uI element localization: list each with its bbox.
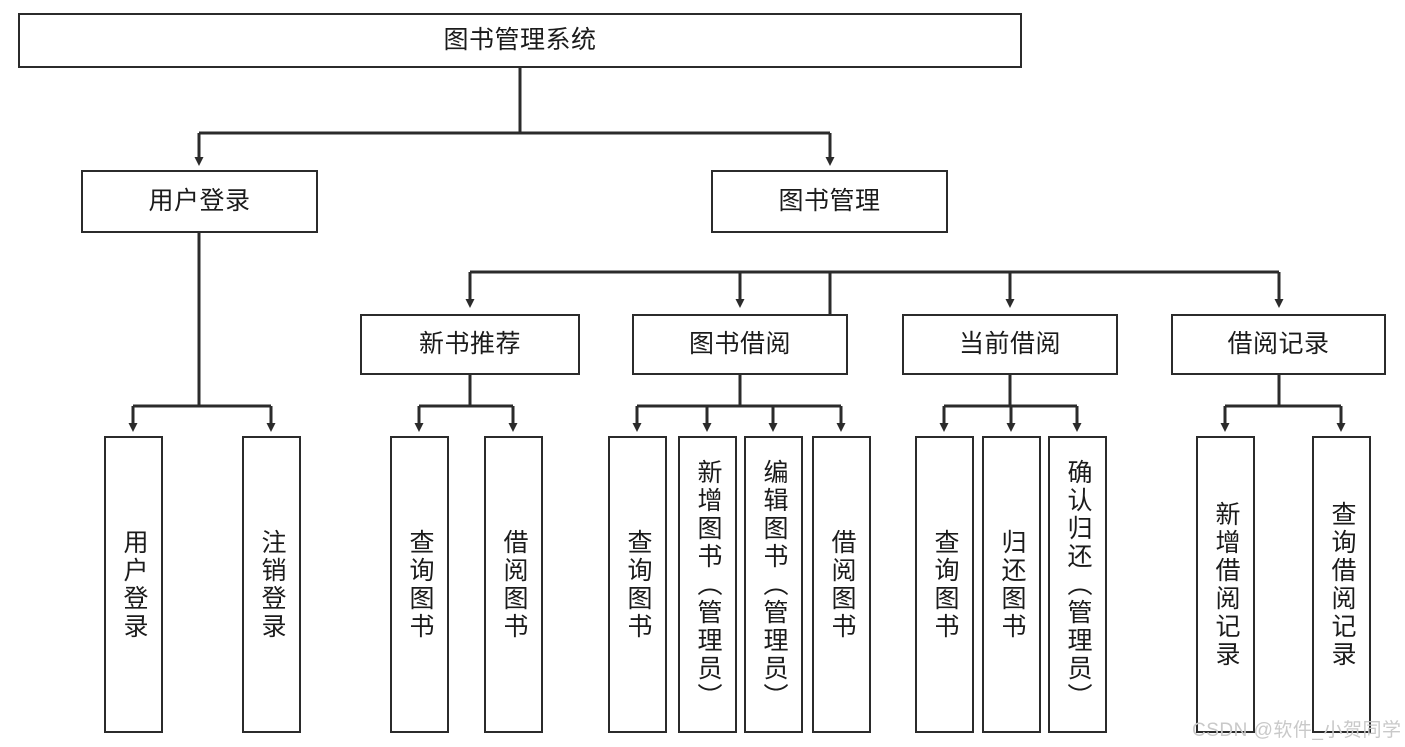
node-leaf-add-book-admin[interactable]: 新增图书（管理员） [678, 436, 737, 733]
node-root-system[interactable]: 图书管理系统 [18, 13, 1022, 68]
node-leaf-query-book-3[interactable]: 查询图书 [915, 436, 974, 733]
node-book-borrow[interactable]: 图书借阅 [632, 314, 848, 375]
node-leaf-user-login[interactable]: 用户登录 [104, 436, 163, 733]
node-leaf-add-borrow-record[interactable]: 新增借阅记录 [1196, 436, 1255, 733]
node-label: 借阅图书 [828, 528, 856, 641]
node-borrow-record[interactable]: 借阅记录 [1171, 314, 1386, 375]
node-leaf-query-book-2[interactable]: 查询图书 [608, 436, 667, 733]
node-label: 新增借阅记录 [1212, 500, 1240, 669]
node-label: 用户登录 [148, 187, 251, 215]
node-label: 借阅记录 [1227, 330, 1330, 358]
node-leaf-borrow-book-2[interactable]: 借阅图书 [812, 436, 871, 733]
node-user-login[interactable]: 用户登录 [81, 170, 318, 233]
node-leaf-return-book[interactable]: 归还图书 [982, 436, 1041, 733]
node-label: 注销登录 [258, 528, 286, 641]
node-label: 图书借阅 [688, 330, 791, 358]
node-book-management[interactable]: 图书管理 [711, 170, 948, 233]
node-current-borrow[interactable]: 当前借阅 [902, 314, 1118, 375]
node-label: 图书管理系统 [443, 26, 597, 54]
node-label: 图书管理 [778, 187, 881, 215]
node-leaf-edit-book-admin[interactable]: 编辑图书（管理员） [744, 436, 803, 733]
node-label: 归还图书 [998, 528, 1026, 641]
node-label: 借阅图书 [500, 528, 528, 641]
node-label: 查询借阅记录 [1328, 500, 1356, 669]
node-leaf-logout[interactable]: 注销登录 [242, 436, 301, 733]
node-label: 编辑图书（管理员） [760, 458, 788, 711]
node-leaf-confirm-return-admin[interactable]: 确认归还（管理员） [1048, 436, 1107, 733]
node-label: 查询图书 [931, 528, 959, 641]
node-leaf-borrow-book-1[interactable]: 借阅图书 [484, 436, 543, 733]
node-label: 当前借阅 [958, 330, 1061, 358]
node-leaf-query-book-1[interactable]: 查询图书 [390, 436, 449, 733]
node-label: 查询图书 [624, 528, 652, 641]
node-label: 确认归还（管理员） [1064, 458, 1092, 711]
node-label: 用户登录 [120, 528, 148, 641]
node-label: 新增图书（管理员） [694, 458, 722, 711]
node-new-book-recommend[interactable]: 新书推荐 [360, 314, 580, 375]
node-label: 查询图书 [406, 528, 434, 641]
node-label: 新书推荐 [418, 330, 521, 358]
node-leaf-query-borrow-record[interactable]: 查询借阅记录 [1312, 436, 1371, 733]
